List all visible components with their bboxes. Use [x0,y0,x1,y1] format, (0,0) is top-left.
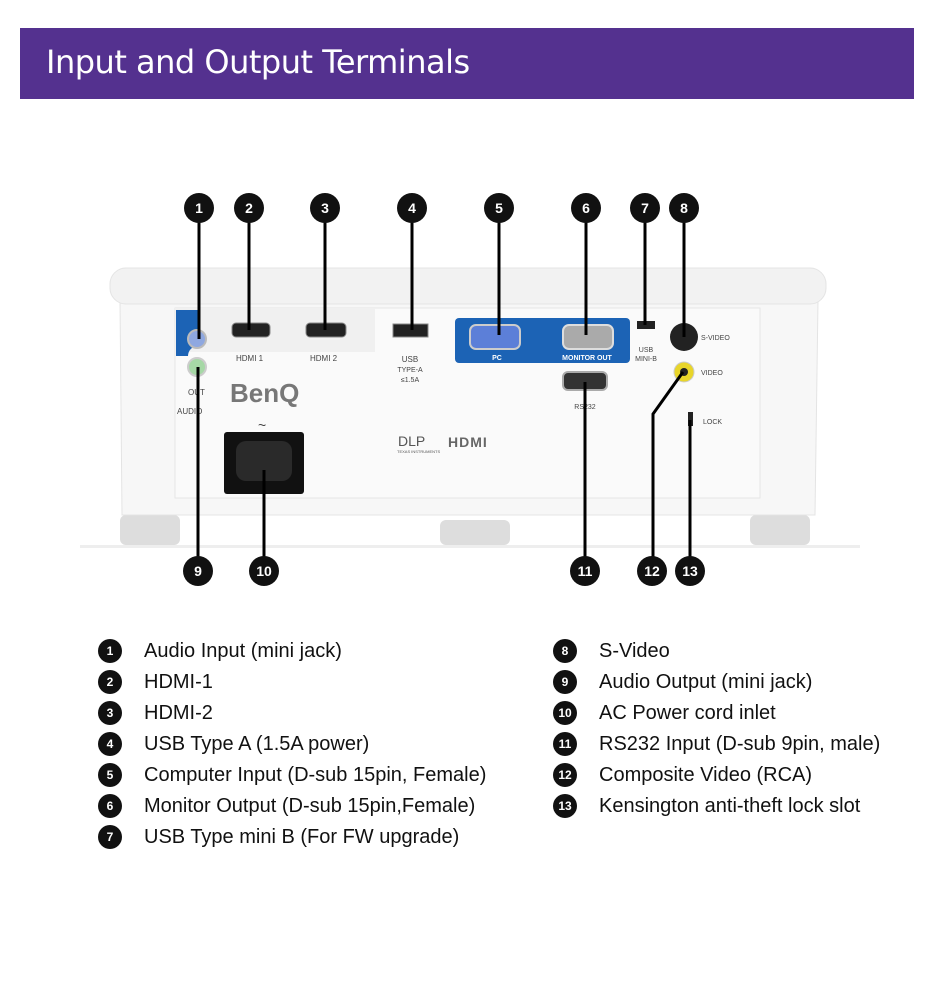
audio-label: AUDIO [177,407,202,416]
legend-label: Audio Input (mini jack) [144,639,342,662]
marker-number: 4 [408,200,416,216]
marker-number: 3 [321,200,329,216]
legend-label: Composite Video (RCA) [599,763,813,786]
hdmi-logo: HDMI [448,434,488,450]
marker-circle [249,556,279,586]
marker-circle [571,193,601,223]
legend-item: 11 RS232 Input (D-sub 9pin, male) [553,730,880,758]
legend-number: 11 [553,732,577,756]
legend-number: 13 [553,794,577,818]
legend-label: RS232 Input (D-sub 9pin, male) [599,732,881,755]
legend-item: 1 Audio Input (mini jack) [98,637,342,665]
legend-number: 3 [98,701,122,725]
legend-item: 9 Audio Output (mini jack) [553,668,812,696]
title-banner: Input and Output Terminals [20,28,914,99]
legend-label: USB Type mini B (For FW upgrade) [144,825,460,848]
legend-number: 9 [553,670,577,694]
marker-number: 8 [680,200,688,216]
leader-lines [196,208,692,571]
legend-label: AC Power cord inlet [599,701,776,724]
ac-inlet-inner [236,441,292,481]
usb-a-label-1: USB [402,355,418,364]
usb-a-label-3: ≤1.5A [401,377,420,384]
dlp-logo: DLP [398,433,425,449]
monitor-out-label: MONITOR OUT [562,355,612,362]
legend-number: 5 [98,763,122,787]
marker-circle [630,193,660,223]
marker-circle [675,556,705,586]
legend-label: S-Video [599,639,670,662]
svideo-label: S-VIDEO [701,335,730,342]
marker-circle [397,193,427,223]
usb-a-label-2: TYPE-A [397,367,423,374]
legend-item: 4 USB Type A (1.5A power) [98,730,369,758]
legend-item: 8 S-Video [553,637,670,665]
marker-circle [637,556,667,586]
pc-label: PC [492,355,502,362]
video-label: VIDEO [701,370,723,377]
monitor-out-port [562,324,614,350]
legend-item: 6 Monitor Output (D-sub 15pin,Female) [98,792,475,820]
legend-label: HDMI-1 [144,670,213,693]
legend-number: 1 [98,639,122,663]
hdmi2-label: HDMI 2 [310,354,338,363]
lock-slot [688,412,693,426]
legend-item: 10 AC Power cord inlet [553,699,776,727]
marker-number: 5 [495,200,503,216]
projector-top [109,267,827,305]
foot [440,520,510,545]
legend-number: 6 [98,794,122,818]
legend-label: Computer Input (D-sub 15pin, Female) [144,763,487,786]
marker-number: 10 [256,563,272,579]
hdmi1-label: HDMI 1 [236,354,264,363]
projector-rear-diagram: OUT AUDIO HDMI 1 HDMI 2 USB TYPE-A ≤1.5A… [80,193,860,586]
marker-circle [184,193,214,223]
marker-number: 9 [194,563,202,579]
shadow [80,545,860,548]
benq-logo: BenQ [230,378,299,408]
ac-symbol: ~ [258,417,266,433]
legend-item: 12 Composite Video (RCA) [553,761,812,789]
legend-item: 7 USB Type mini B (For FW upgrade) [98,823,459,851]
marker-number: 1 [195,200,203,216]
legend-label: HDMI-2 [144,701,213,724]
legend-label: USB Type A (1.5A power) [144,732,370,755]
pc-port [469,324,521,350]
audio-in-port [187,329,207,349]
legend-item: 5 Computer Input (D-sub 15pin, Female) [98,761,486,789]
legend-label: Audio Output (mini jack) [599,670,813,693]
legend-number: 10 [553,701,577,725]
marker-circle [234,193,264,223]
legend-number: 12 [553,763,577,787]
legend-item: 2 HDMI-1 [98,668,213,696]
legend-label: Kensington anti-theft lock slot [599,794,861,817]
foot [120,515,180,545]
usb-mini-label-2: MINI-B [635,356,657,363]
legend-number: 2 [98,670,122,694]
legend-item: 3 HDMI-2 [98,699,213,727]
marker-number: 13 [682,563,698,579]
legend-number: 4 [98,732,122,756]
page-title: Input and Output Terminals [46,43,470,81]
marker-number: 6 [582,200,590,216]
hdmi1-port [231,322,271,338]
marker-number: 7 [641,200,649,216]
marker-circle [570,556,600,586]
marker-number: 12 [644,563,660,579]
lock-label: LOCK [703,419,722,426]
foot [750,515,810,545]
marker-circle [183,556,213,586]
marker-number: 11 [578,563,593,579]
dlp-sub: TEXAS INSTRUMENTS [397,449,440,454]
usb-mini-label-1: USB [639,347,654,354]
legend-number: 8 [553,639,577,663]
marker-circle [310,193,340,223]
marker-number: 2 [245,200,253,216]
legend-item: 13 Kensington anti-theft lock slot [553,792,860,820]
marker-circle [669,193,699,223]
legend-number: 7 [98,825,122,849]
marker-circle [484,193,514,223]
legend-label: Monitor Output (D-sub 15pin,Female) [144,794,476,817]
